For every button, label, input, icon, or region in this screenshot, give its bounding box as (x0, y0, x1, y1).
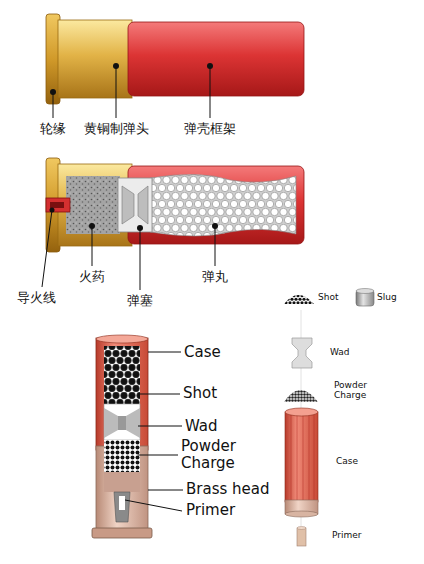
part-label: 黄铜制弹头 (84, 122, 149, 137)
part-label: Case (336, 456, 358, 466)
shell-cutaway (42, 158, 304, 290)
part-label: 火药 (79, 270, 105, 285)
part-label: Shot (318, 292, 338, 302)
shell-exterior (46, 14, 304, 118)
part-label: 轮缘 (40, 122, 66, 137)
shell-exploded-view (284, 289, 374, 547)
part-label: Powder Charge (181, 438, 253, 473)
part-label: Wad (330, 347, 350, 357)
part-label: 弹塞 (127, 294, 153, 309)
shell-vertical-cutaway (92, 335, 183, 538)
part-label: Shot (183, 385, 217, 402)
part-label: Primer (186, 502, 235, 519)
part-label: Slug (377, 292, 397, 302)
part-label: Primer (332, 530, 361, 540)
part-label: Case (184, 344, 221, 361)
part-label: 弹壳框架 (184, 122, 236, 137)
part-label: Powder Charge (334, 380, 379, 401)
part-label: Wad (185, 418, 218, 435)
part-label: 弹丸 (202, 270, 228, 285)
part-label: 导火线 (17, 291, 56, 306)
part-label: Brass head (186, 481, 270, 498)
